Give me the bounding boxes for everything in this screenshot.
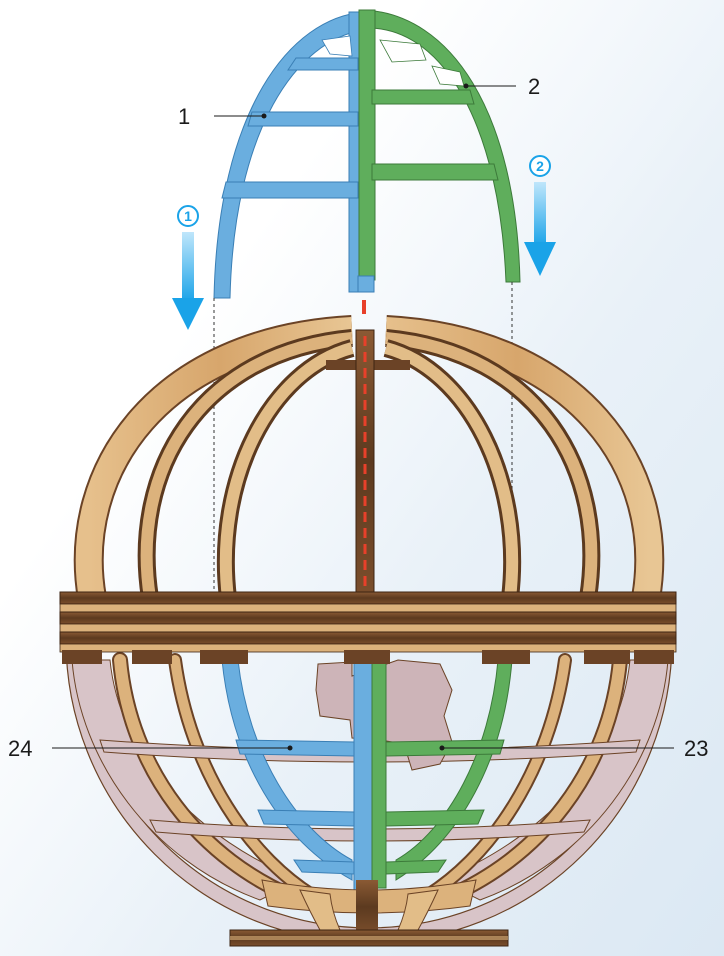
central-spine bbox=[355, 329, 375, 593]
step-1-label: 1 bbox=[184, 208, 192, 224]
callout-23-label: 23 bbox=[684, 736, 708, 761]
callout-23: 23 bbox=[439, 736, 708, 761]
part-1-blue-half-meridian bbox=[213, 11, 366, 299]
callout-1-label: 1 bbox=[178, 104, 190, 129]
step-2-label: 2 bbox=[536, 158, 544, 174]
alignment-mark bbox=[362, 300, 366, 314]
step-2-arrow: 2 bbox=[524, 155, 556, 276]
callout-24: 24 bbox=[8, 736, 293, 761]
callout-24-label: 24 bbox=[8, 736, 32, 761]
base-stand bbox=[229, 879, 509, 947]
part-24-blue-lower-meridian bbox=[221, 651, 373, 893]
part-2-green-half-meridian bbox=[357, 9, 521, 293]
sphere-assembly bbox=[59, 315, 677, 947]
upper-wood-ribs bbox=[73, 315, 665, 601]
step-1-arrow: 1 bbox=[172, 205, 204, 330]
step-2-badge bbox=[529, 155, 551, 177]
equator-band bbox=[59, 591, 677, 664]
callout-2: 2 bbox=[463, 74, 540, 99]
callout-1: 1 bbox=[178, 104, 267, 129]
guide-lines bbox=[213, 282, 513, 590]
callout-2-label: 2 bbox=[528, 74, 540, 99]
step-1-badge bbox=[177, 205, 199, 227]
